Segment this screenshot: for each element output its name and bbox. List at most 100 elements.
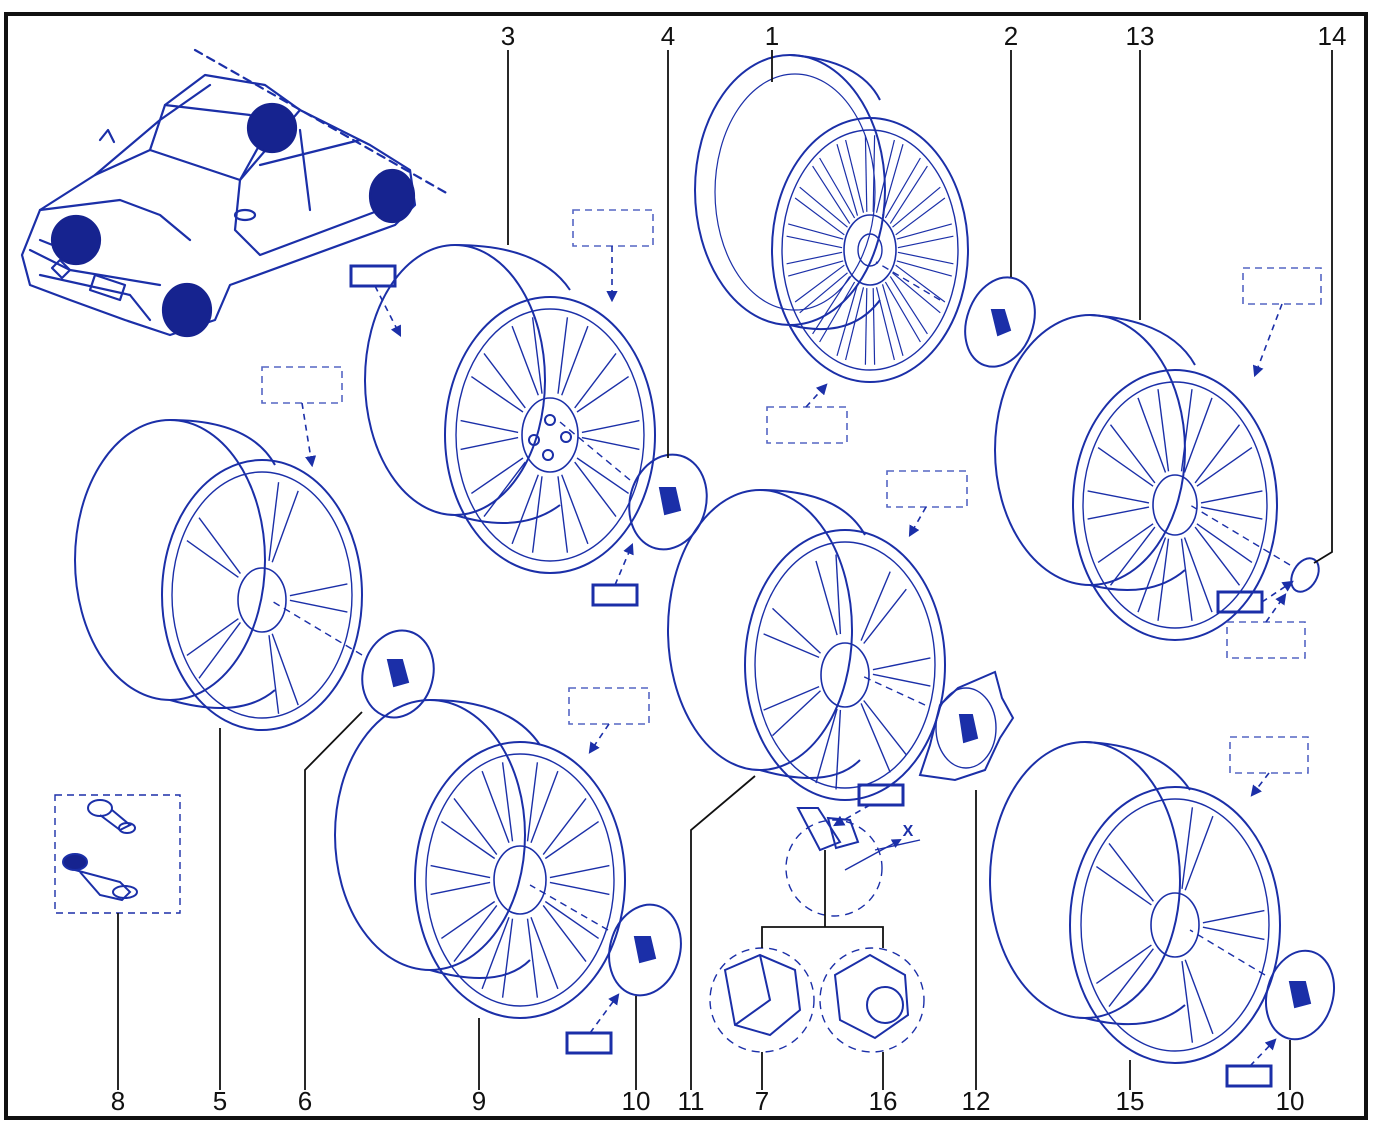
spoke-line (1108, 842, 1154, 902)
spoke-line (198, 621, 241, 679)
spoke-line (481, 770, 510, 844)
spoke-line (581, 419, 640, 434)
wheel-9 (334, 699, 626, 1019)
spoke-line (511, 325, 539, 396)
spoke-line (863, 700, 907, 756)
spoke-line (875, 139, 895, 213)
spoke-line (1200, 490, 1263, 504)
spoke-line (897, 235, 954, 249)
spoke-line (483, 352, 526, 409)
callout-16: 16 (869, 1086, 898, 1116)
spoke-line (576, 457, 629, 494)
spoke-line (1087, 490, 1150, 504)
spoke-line (460, 436, 519, 451)
spoke-line (186, 540, 239, 578)
spoke-line (1157, 538, 1170, 621)
spoke-line (896, 260, 952, 277)
spoke-line (574, 461, 617, 518)
nut-cover-14 (1189, 504, 1320, 593)
spoke-line (1097, 447, 1154, 487)
callout-10-left: 10 (622, 1086, 651, 1116)
spoke-line (1184, 815, 1214, 891)
spoke-line (812, 276, 851, 335)
hub-cap-6 (269, 599, 435, 719)
spoke-line (788, 223, 844, 240)
spoke-line (561, 325, 589, 396)
spoke-line (1181, 807, 1194, 889)
spoke-line (186, 618, 239, 656)
spoke-line (794, 264, 845, 303)
spoke-line (289, 599, 348, 613)
wheel-1 (694, 54, 969, 383)
spoke-line (1202, 909, 1265, 924)
spoke-line (1200, 506, 1263, 520)
spoke-line (1108, 948, 1154, 1008)
spoke-line (481, 916, 510, 990)
callout-1: 1 (765, 21, 779, 51)
spoke-line (872, 135, 876, 212)
spoke-line (198, 517, 241, 575)
spoke-line (799, 186, 848, 228)
callout-14: 14 (1318, 21, 1347, 51)
spoke-line (1137, 537, 1167, 613)
spoke-line (441, 900, 496, 939)
spoke-line (526, 762, 539, 842)
spoke-line (819, 157, 856, 219)
spoke-line (794, 197, 845, 236)
leader-lines (117, 50, 1333, 1090)
spoke-line (430, 864, 491, 879)
callout-2: 2 (1004, 21, 1018, 51)
callout-5: 5 (213, 1086, 227, 1116)
spoke-line (881, 284, 904, 356)
spoke-line (1184, 959, 1214, 1035)
spoke-line (763, 633, 820, 659)
spoke-line (895, 264, 946, 303)
spoke-line (531, 476, 543, 553)
spoke-line (471, 457, 524, 494)
spoke-line (511, 474, 539, 545)
spoke-line (1194, 526, 1241, 586)
spoke-line (557, 476, 569, 553)
hub-cap-10b (1189, 929, 1335, 1041)
spoke-line (763, 685, 820, 711)
spoke-line (884, 157, 921, 219)
wheel-nut-7 (709, 947, 815, 1053)
spoke-line (892, 186, 941, 228)
spoke-line (542, 904, 587, 963)
spoke-line (542, 797, 587, 856)
car-icon (20, 48, 452, 338)
spoke-line (799, 272, 848, 314)
spoke-line (786, 251, 843, 265)
spoke-line (872, 673, 931, 687)
callout-13: 13 (1126, 21, 1155, 51)
spoke-line (1087, 506, 1150, 520)
spoke-line (271, 490, 299, 563)
spoke-line (271, 633, 299, 706)
torque-spec-icon (349, 264, 1273, 1088)
spoke-line (864, 135, 868, 212)
spoke-line (1181, 961, 1194, 1043)
spoke-line (860, 703, 891, 773)
spoke-line (1180, 538, 1193, 621)
spoke-line (581, 436, 640, 451)
spoke-line (441, 821, 496, 860)
spoke-line (845, 139, 865, 213)
spoke-line (1157, 389, 1170, 472)
spoke-line (544, 821, 599, 860)
spoke-line (530, 770, 559, 844)
wheel-15 (989, 741, 1281, 1064)
spoke-line (897, 251, 954, 265)
spoke-line (501, 918, 514, 998)
spoke-line (1196, 447, 1253, 487)
spoke-line (549, 881, 610, 896)
spoke-line (268, 482, 280, 561)
spoke-line (430, 881, 491, 896)
spoke-line (772, 607, 821, 654)
spoke-line (561, 474, 589, 545)
spoke-line (544, 900, 599, 939)
spoke-line (531, 317, 543, 394)
callout-15: 15 (1116, 1086, 1145, 1116)
spoke-line (460, 419, 519, 434)
